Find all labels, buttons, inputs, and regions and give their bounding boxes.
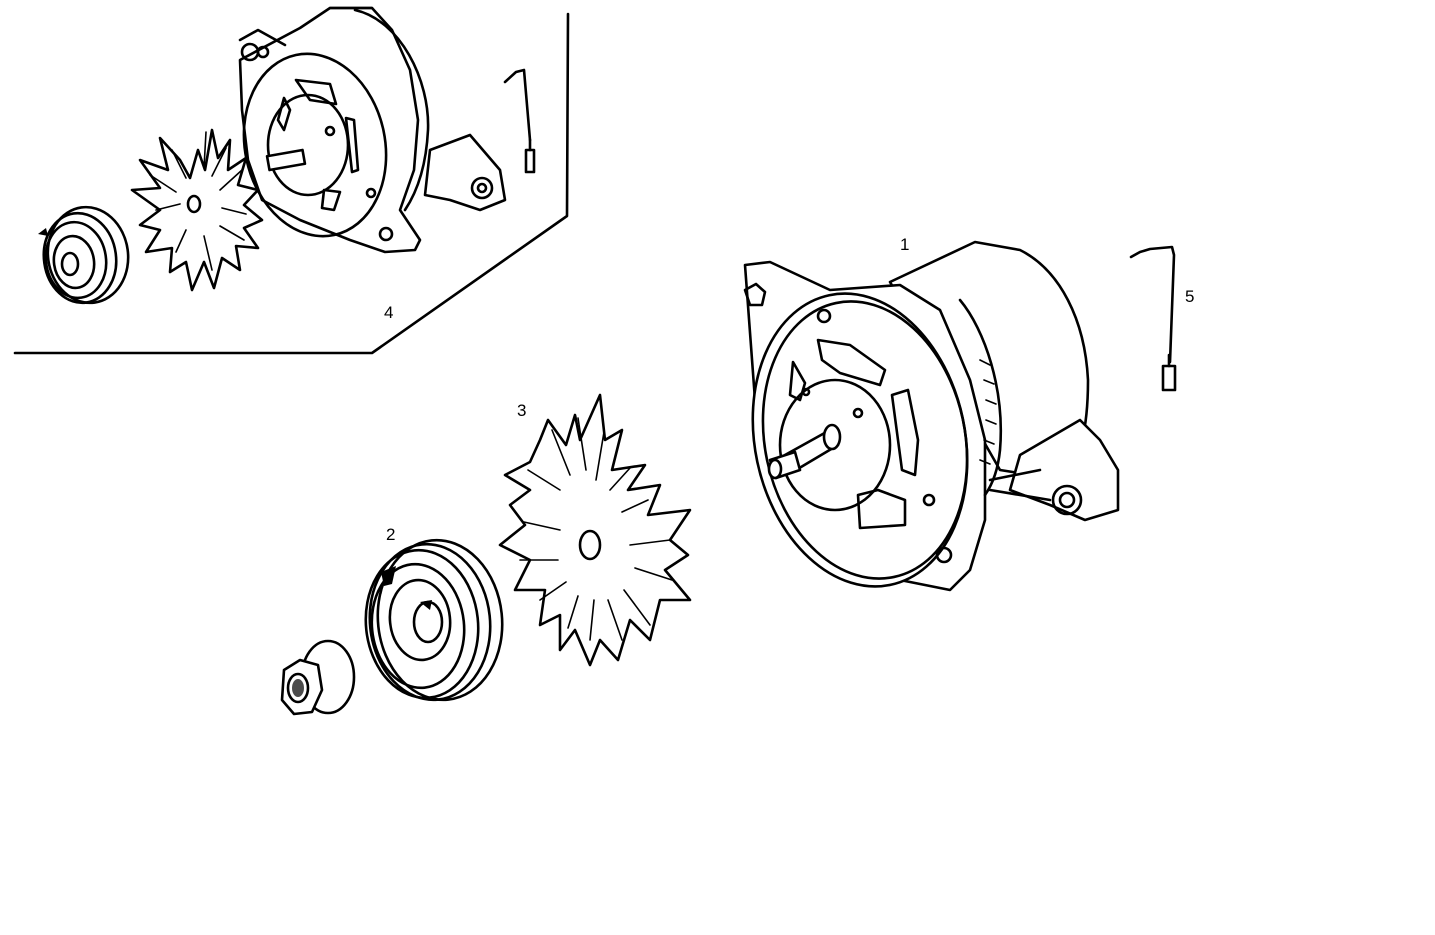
callout-5-cable: 5 [1185,287,1195,306]
callout-1-alternator: 1 [900,235,910,254]
pulley [364,538,504,702]
callout-2-pulley: 2 [386,525,396,544]
alternator-main [743,240,1120,592]
inset-frame [13,12,570,355]
callout-3-fan: 3 [517,401,527,420]
cable [1129,245,1177,392]
inset-pulley [38,205,130,305]
fan [498,393,692,667]
inset-alternator [238,6,507,254]
inset-fan [130,128,264,292]
inset-cable [503,68,536,174]
callout-4-assembly: 4 [384,303,394,322]
nut-and-washer [280,639,356,716]
